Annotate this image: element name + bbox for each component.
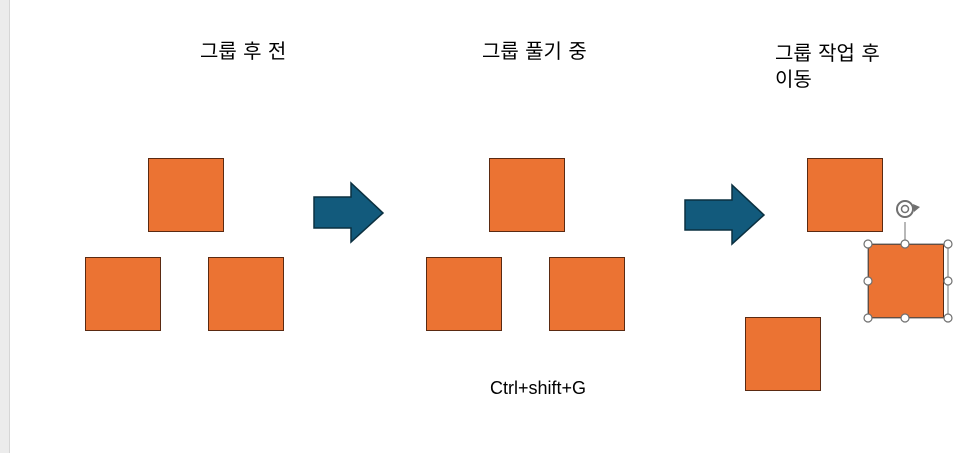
right-arrow-1[interactable] (313, 181, 385, 244)
label-ungrouping: 그룹 풀기 중 (482, 39, 587, 63)
rotate-icon[interactable] (896, 200, 920, 218)
slide-panel-edge (0, 0, 10, 453)
right-arrow-2[interactable] (684, 183, 766, 246)
handle-bottom-right (943, 313, 953, 323)
handle-middle-left (863, 276, 873, 286)
square-right-group2[interactable] (549, 257, 625, 331)
square-top-group2[interactable] (489, 158, 565, 232)
shortcut-text: Ctrl+shift+G (490, 378, 587, 398)
square-bottom-group3[interactable] (745, 317, 821, 391)
handle-bottom-center (900, 313, 910, 323)
square-right-group1[interactable] (208, 257, 284, 331)
square-selected-moved[interactable] (868, 244, 944, 318)
handle-bottom-left (863, 313, 873, 323)
label-after-line2: 이동 (775, 67, 812, 91)
square-left-group2[interactable] (426, 257, 502, 331)
label-after-line1: 그룹 작업 후 (775, 41, 880, 65)
handle-middle-right (943, 276, 953, 286)
label-before-group: 그룹 후 전 (200, 39, 287, 63)
selection-handles[interactable] (858, 195, 958, 330)
handle-top-right (943, 239, 953, 249)
square-top-group1[interactable] (148, 158, 224, 232)
handle-top-left (863, 239, 873, 249)
square-left-group1[interactable] (85, 257, 161, 331)
square-top-group3[interactable] (807, 158, 883, 232)
handle-top-center (900, 239, 910, 249)
